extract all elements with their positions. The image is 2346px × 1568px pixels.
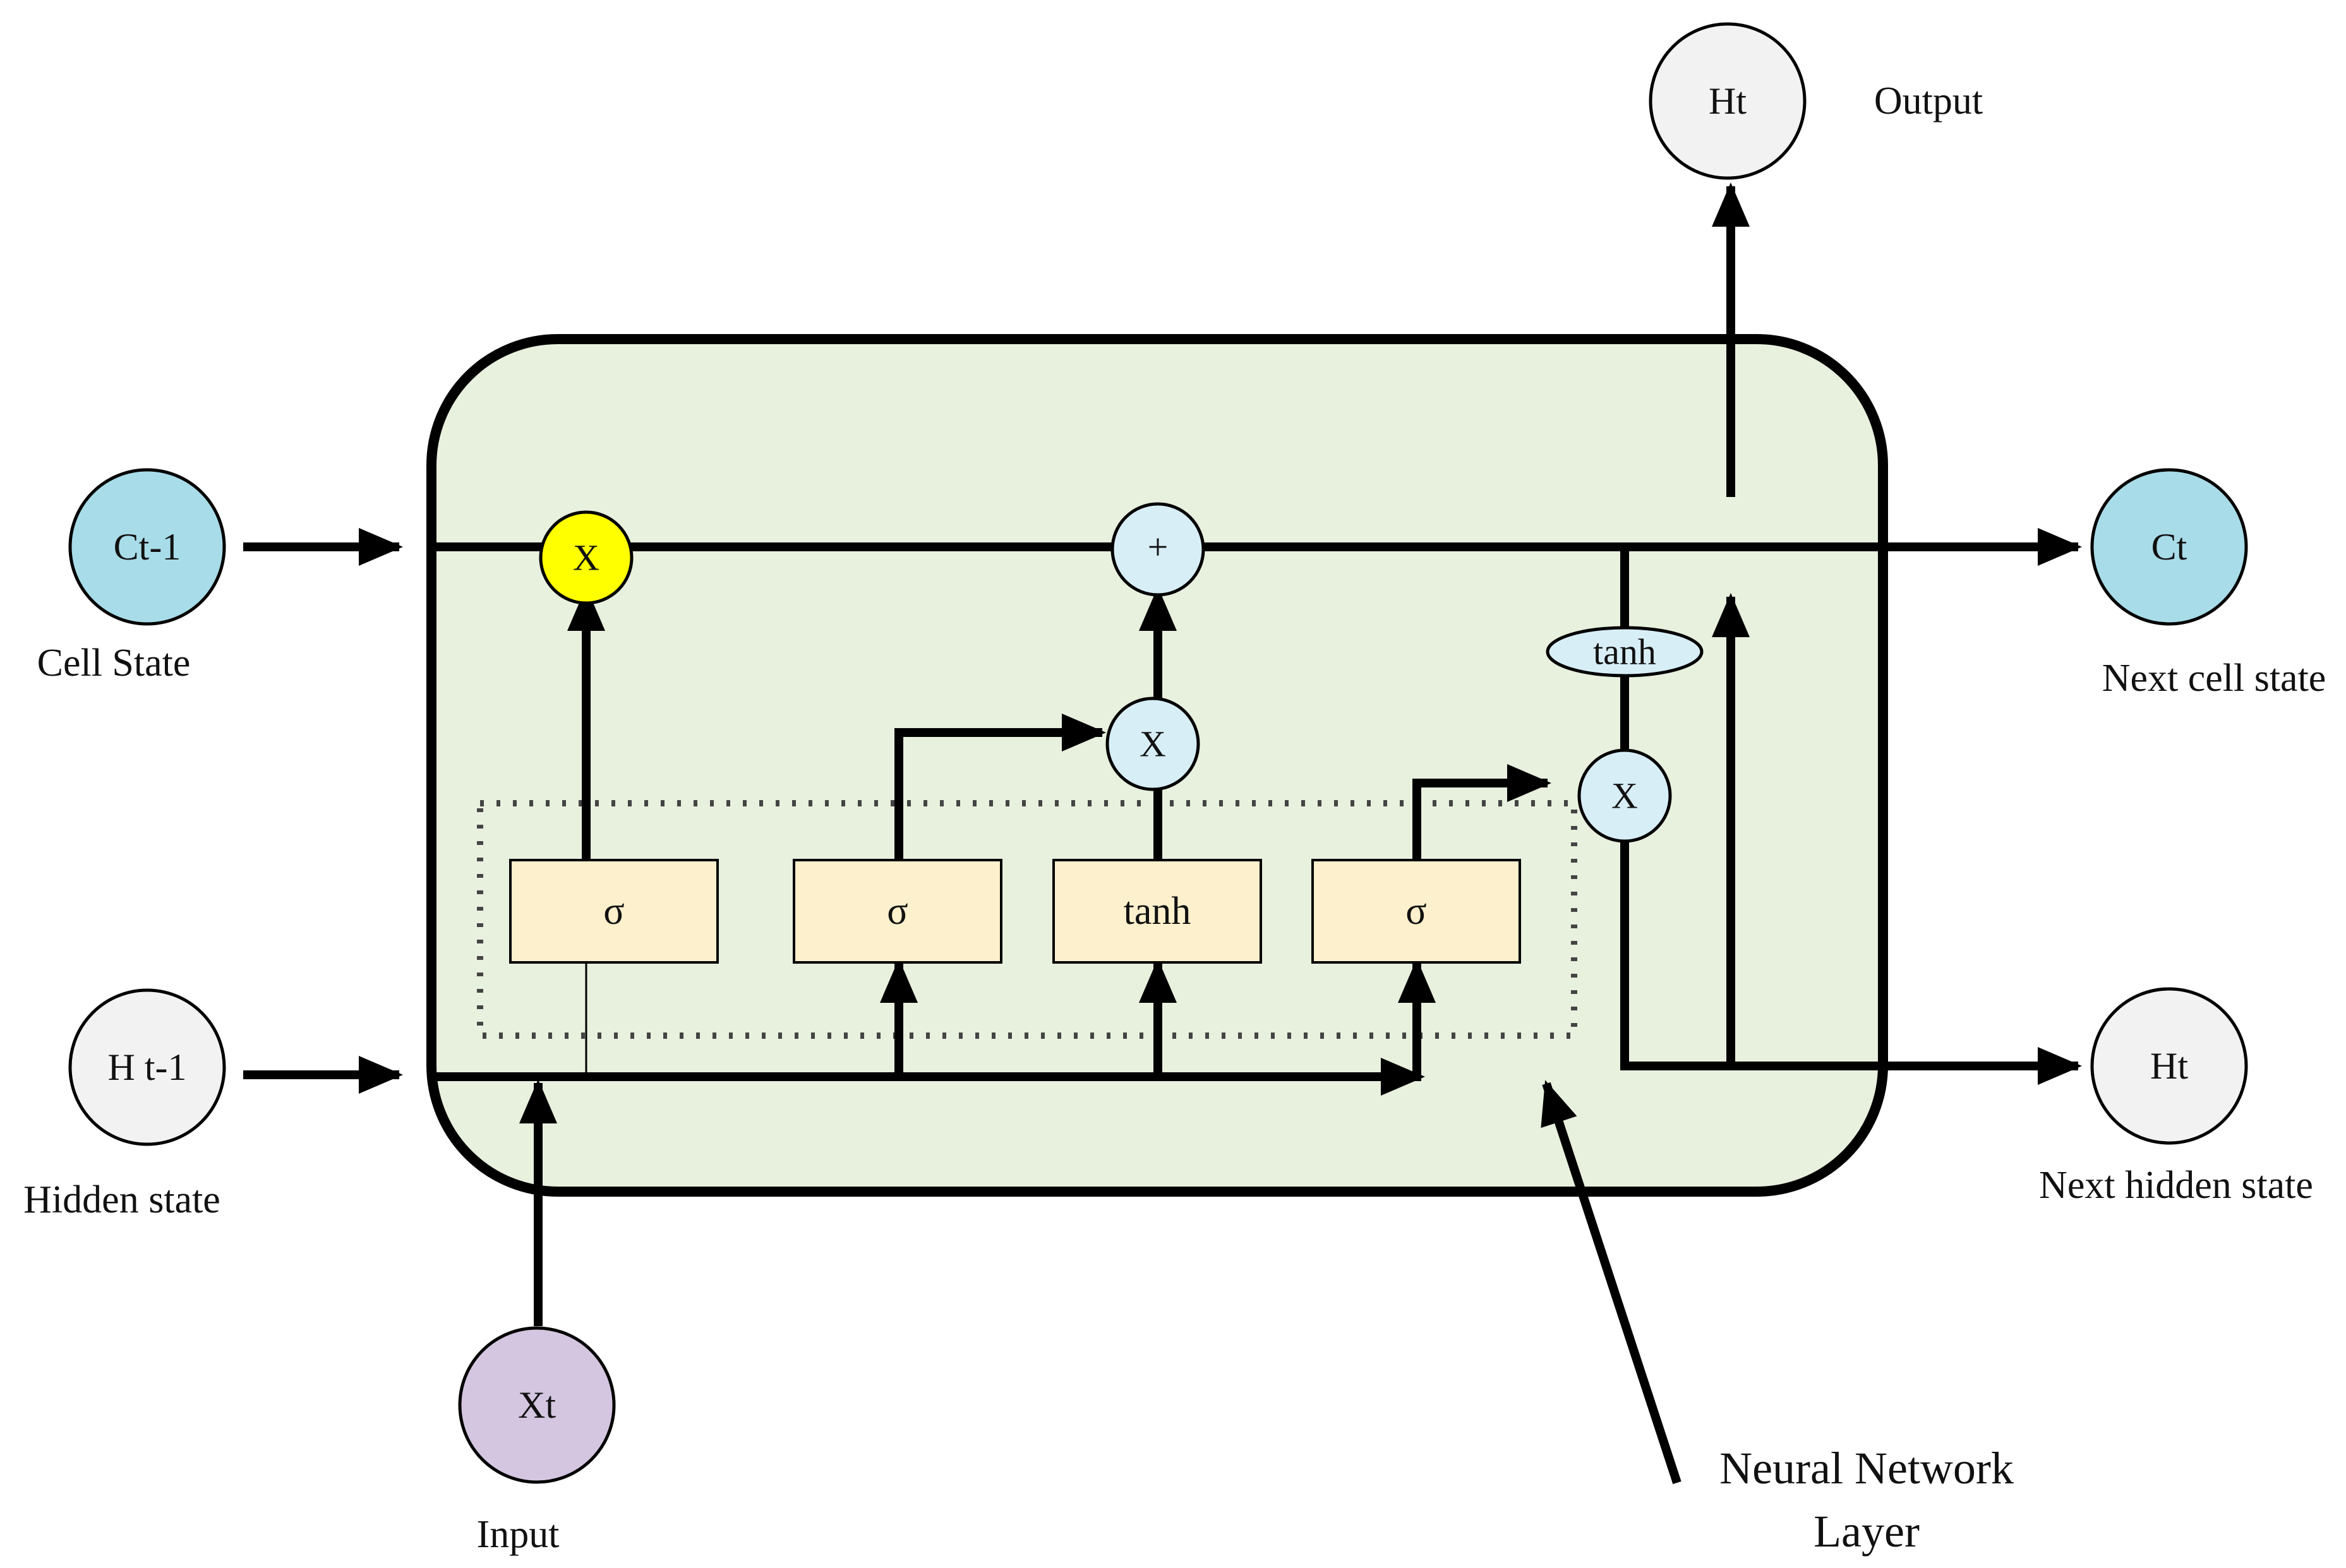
c-prev-label: Ct-1: [114, 526, 181, 568]
h-prev-caption: Hidden state: [23, 1178, 220, 1221]
nn-layer-pointer: [1541, 1080, 1681, 1485]
output-gate-label: σ: [1405, 890, 1426, 933]
output-multiply-op: X: [1577, 748, 1672, 843]
c-prev-node: Ct-1: [68, 468, 226, 626]
nn-layer-label-line1: Neural Network: [1719, 1443, 2014, 1493]
forget-multiply-op: X: [539, 510, 634, 605]
output-mult-to-hidden: [1620, 829, 2082, 1085]
output-gate: σ: [1311, 859, 1521, 964]
output-caption: Output: [1874, 80, 1983, 123]
x-input-caption: Input: [477, 1513, 560, 1556]
x-input-node: Xt: [458, 1326, 616, 1484]
h-next-node: Ht: [2090, 987, 2248, 1145]
output-tanh-label: tanh: [1593, 631, 1656, 673]
x-input-label: Xt: [518, 1384, 556, 1426]
candidate-gate-label: tanh: [1124, 890, 1191, 933]
forget-gate: σ: [509, 859, 719, 964]
c-next-caption: Next cell state: [2102, 657, 2326, 700]
input-gate-to-mult: [894, 714, 1106, 860]
c-next-node: Ct: [2090, 468, 2248, 626]
forget-multiply-label: X: [573, 537, 599, 578]
forget-gate-label: σ: [603, 890, 624, 933]
output-gate-to-mult: [1412, 764, 1551, 860]
h-output-top-node: Ht: [1649, 22, 1807, 180]
h-next-label: Ht: [2150, 1045, 2188, 1087]
output-tanh-op: tanh: [1546, 626, 1704, 678]
h-prev-node: H t-1: [68, 988, 226, 1146]
h-output-top-label: Ht: [1709, 80, 1747, 122]
input-multiply-label: X: [1140, 724, 1166, 765]
add-op: +: [1110, 502, 1205, 597]
c-prev-caption: Cell State: [37, 642, 191, 685]
add-label: +: [1148, 527, 1169, 568]
h-prev-label: H t-1: [108, 1046, 187, 1088]
neural-network-layer-region: [477, 800, 1577, 1039]
h-next-caption: Next hidden state: [2039, 1164, 2313, 1207]
input-gate: σ: [793, 859, 1002, 964]
input-multiply-op: X: [1105, 697, 1200, 791]
input-gate-label: σ: [887, 890, 908, 933]
output-multiply-label: X: [1611, 775, 1638, 817]
candidate-gate: tanh: [1052, 859, 1262, 964]
c-next-label: Ct: [2151, 526, 2187, 568]
nn-layer-label-line2: Layer: [1814, 1506, 1920, 1557]
